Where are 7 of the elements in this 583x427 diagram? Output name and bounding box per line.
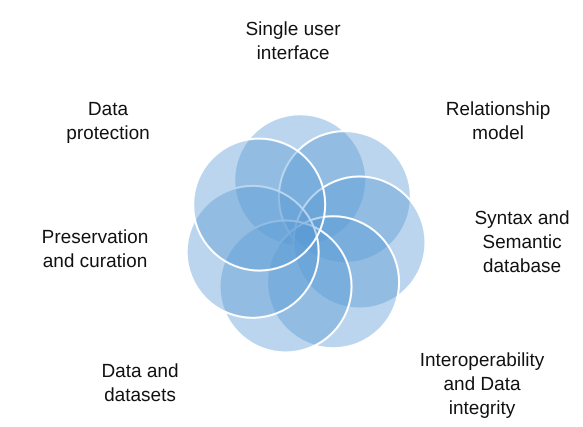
category-label: Syntax and Semantic database — [473, 207, 571, 279]
category-label: Single user interface — [244, 18, 342, 66]
category-label: Interoperability and Data integrity — [418, 349, 546, 421]
category-label: Relationship model — [444, 98, 552, 146]
category-label: Data and datasets — [100, 360, 180, 408]
category-label: Data protection — [65, 98, 151, 146]
category-label: Preservation and curation — [40, 226, 150, 274]
